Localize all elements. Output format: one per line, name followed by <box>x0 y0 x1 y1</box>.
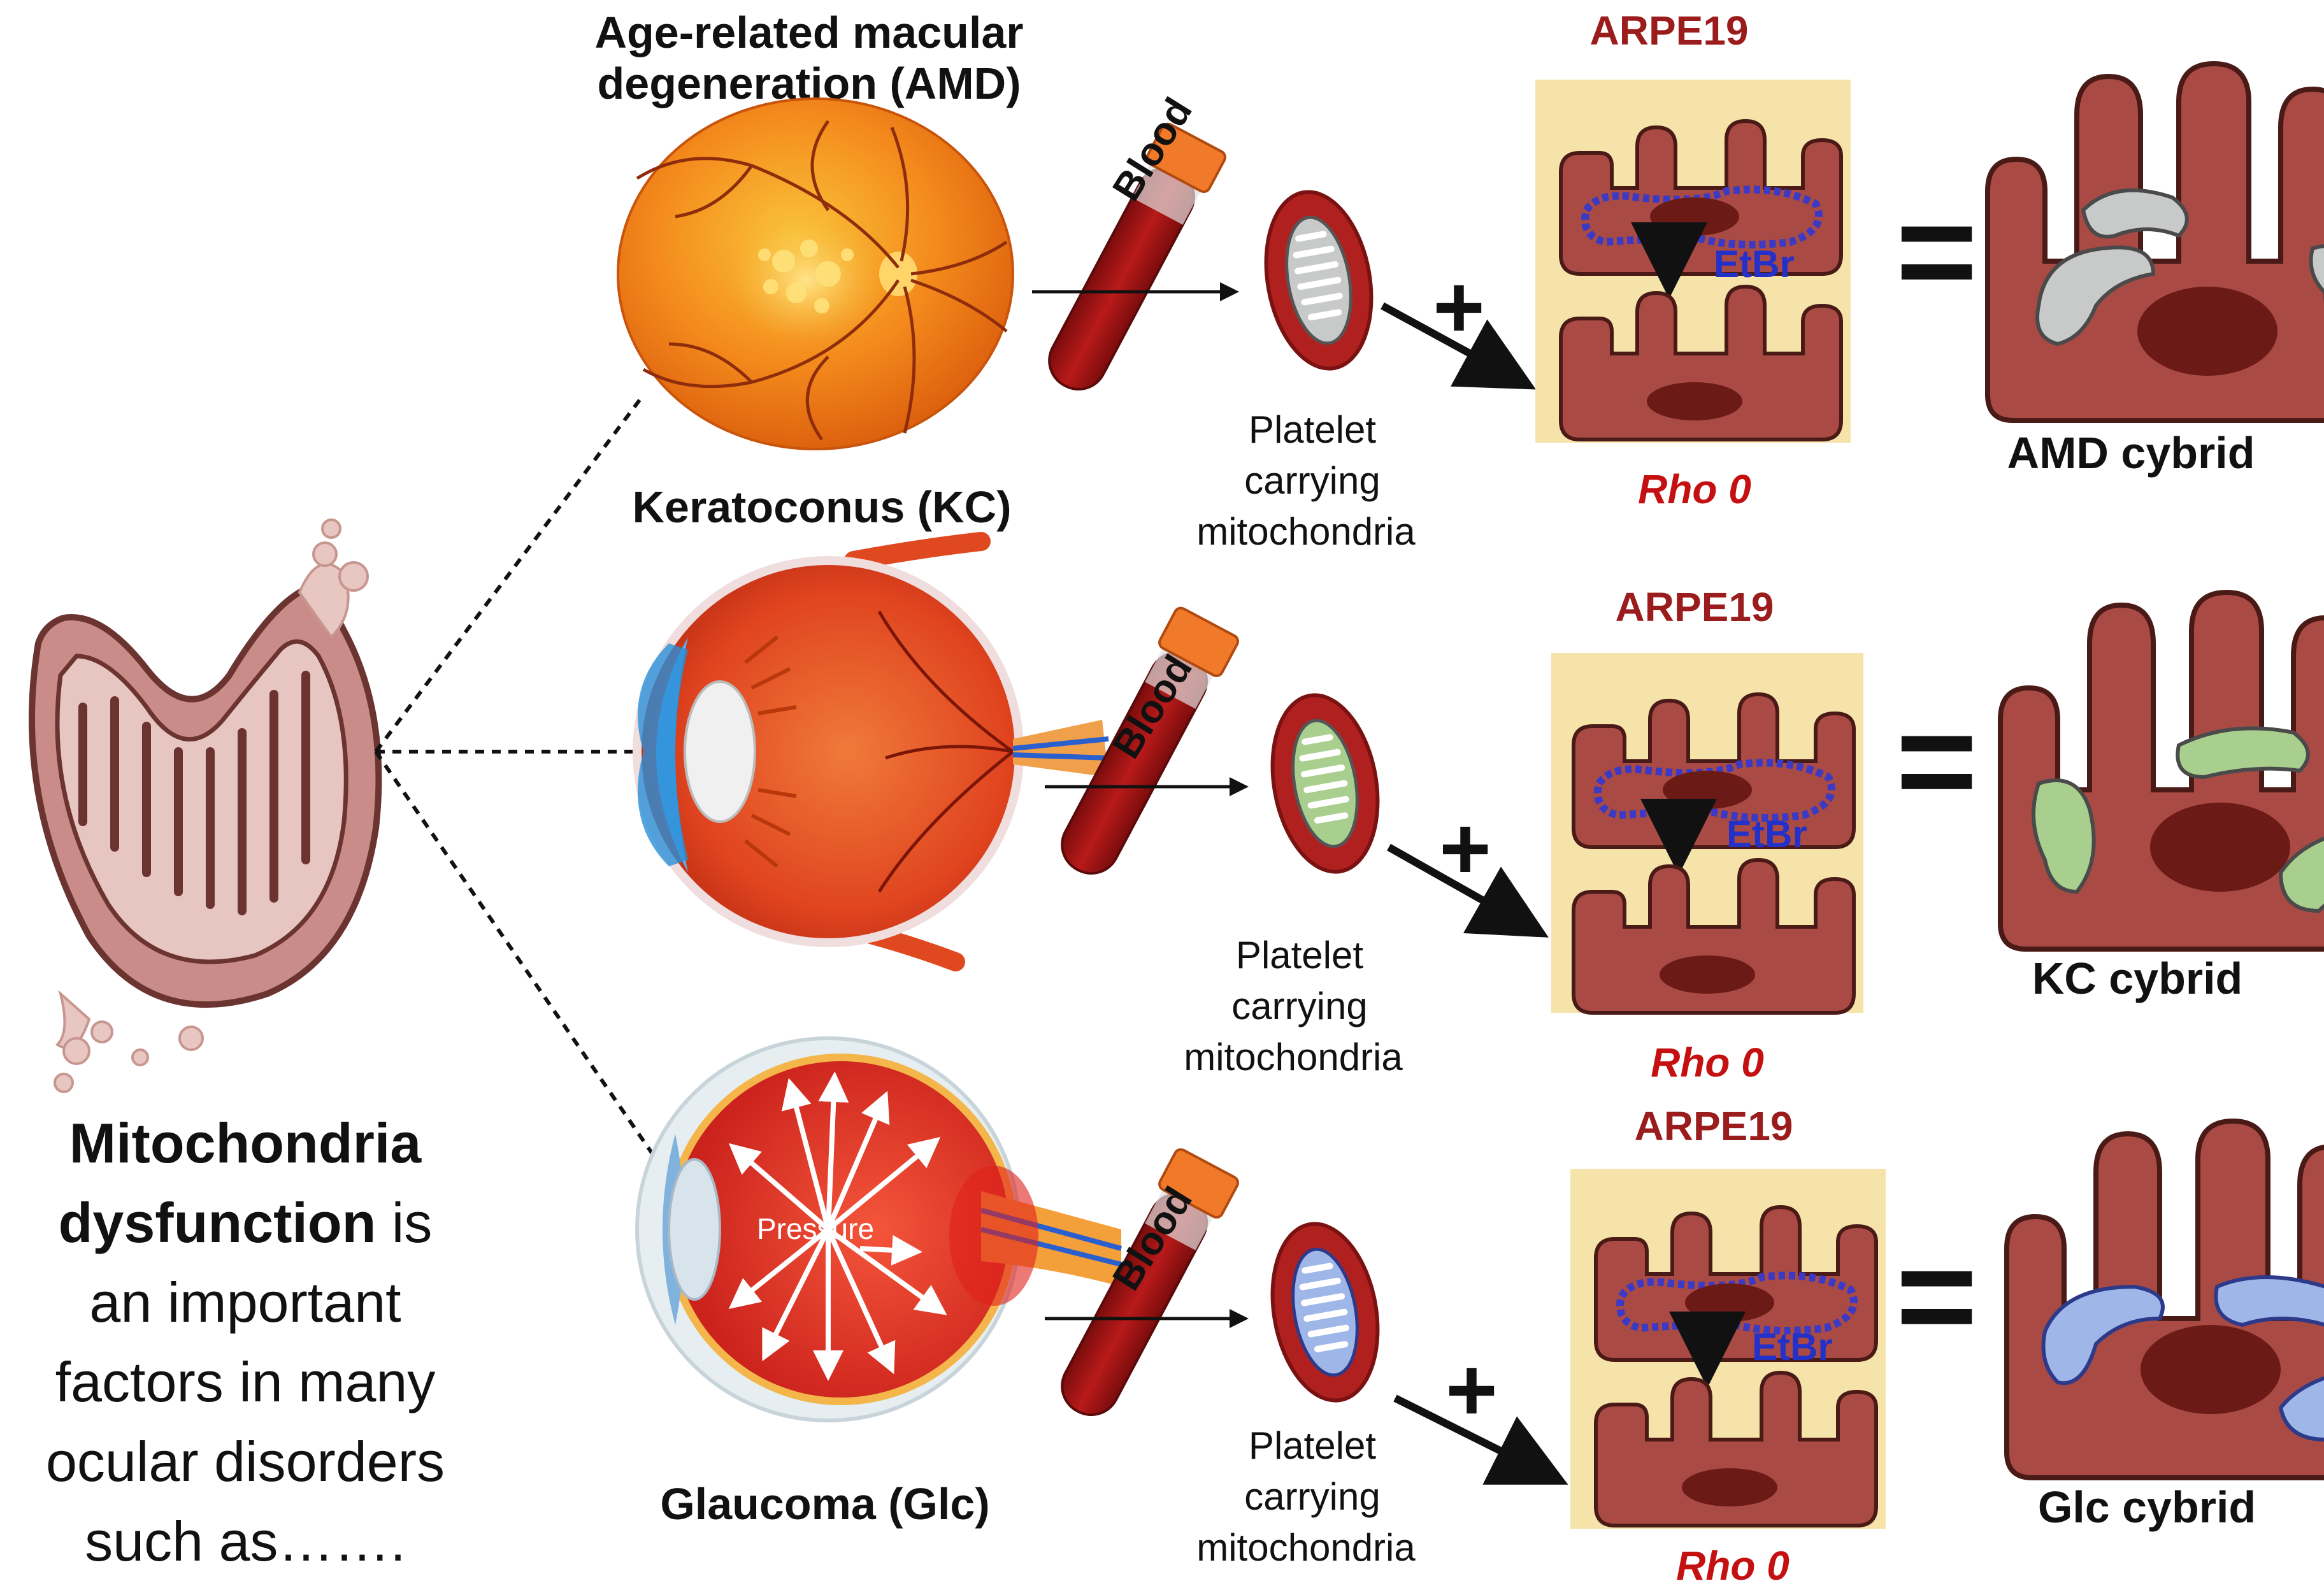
kc-cybrid-cell <box>2000 592 2324 949</box>
amd-title-line-1: Age-related macular <box>594 8 1023 57</box>
etbr-label-amd: EtBr <box>1714 243 1795 285</box>
platelet-label-amd-1: Platelet <box>1249 408 1376 451</box>
mitochondrion-illustration <box>32 520 378 1092</box>
arpe19-label-glc: ARPE19 <box>1635 1103 1793 1149</box>
equals-sign-kc: = <box>1896 682 1977 839</box>
connector-amd <box>376 395 643 752</box>
platelet-label-glc-3: mitochondria <box>1196 1526 1416 1569</box>
arpe19-label-amd: ARPE19 <box>1590 8 1749 54</box>
amd-cybrid-cell <box>1988 64 2324 420</box>
platelet-label-amd-2: carrying <box>1244 459 1380 502</box>
equals-sign-glc: = <box>1896 1217 1977 1374</box>
glc-cybrid-cell <box>2007 1121 2324 1478</box>
intro-line-6: such as……. <box>85 1510 406 1573</box>
row-glc: Pressure Glaucoma (Glc) Blood Platelet c… <box>637 1038 2324 1589</box>
row-amd: Age-related macular degeneration (AMD) <box>594 8 2324 553</box>
platelet-label-kc-2: carrying <box>1231 985 1367 1027</box>
intro-line-2: dysfunction is <box>59 1191 433 1254</box>
amd-cybrid-label: AMD cybrid <box>2007 428 2255 478</box>
amd-retina-image <box>618 99 1013 449</box>
rho0-label-glc: Rho 0 <box>1676 1543 1790 1589</box>
equals-sign-amd: = <box>1896 173 1977 329</box>
intro-line-1: Mitochondria <box>69 1112 422 1175</box>
kc-eye-image <box>637 541 1108 962</box>
connector-glc <box>376 752 656 1159</box>
platelet-label-amd-3: mitochondria <box>1196 510 1416 553</box>
platelet-glc <box>1259 1215 1391 1409</box>
arpe19-label-kc: ARPE19 <box>1616 584 1774 630</box>
glc-eye-image: Pressure <box>637 1038 1121 1420</box>
rho0-label-amd: Rho 0 <box>1638 466 1751 512</box>
platelet-label-glc-1: Platelet <box>1249 1424 1376 1467</box>
platelet-amd <box>1253 183 1384 377</box>
intro-line-3: an important <box>89 1271 401 1334</box>
kc-title: Keratoconus (KC) <box>632 482 1011 532</box>
etbr-label-kc: EtBr <box>1726 813 1807 855</box>
intro-caption: Mitochondria dysfunction is an important… <box>46 1112 445 1573</box>
platelet-label-glc-2: carrying <box>1244 1475 1380 1518</box>
platelet-label-kc-1: Platelet <box>1236 934 1363 976</box>
etbr-label-glc: EtBr <box>1752 1326 1833 1368</box>
platelet-kc <box>1259 687 1391 880</box>
kc-cybrid-label: KC cybrid <box>2032 954 2243 1003</box>
pressure-label: Pressure <box>757 1212 874 1245</box>
intro-line-5: ocular disorders <box>46 1430 445 1493</box>
intro-line-4: factors in many <box>55 1350 436 1413</box>
dotted-connectors <box>376 395 656 1159</box>
rho0-label-kc: Rho 0 <box>1651 1040 1764 1085</box>
glc-cybrid-label: Glc cybrid <box>2038 1482 2256 1532</box>
platelet-label-kc-3: mitochondria <box>1184 1036 1403 1078</box>
glc-title: Glaucoma (Glc) <box>660 1479 989 1529</box>
row-kc: Keratoconus (KC) Blood <box>632 482 2324 1085</box>
